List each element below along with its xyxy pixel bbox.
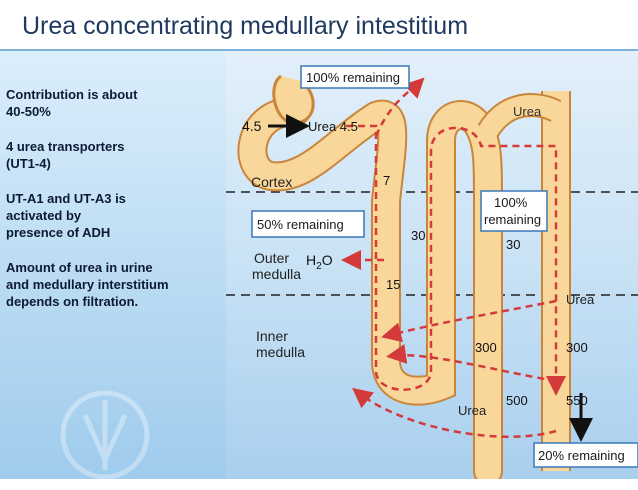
urea-recycle-arrow-3 <box>352 387 557 438</box>
notes-list: Contribution is about 40-50% 4 urea tran… <box>6 86 226 328</box>
urea-recycling-diagram: 100% remaining 50% remaining 100% remain… <box>226 65 638 479</box>
label-h2o: H2O <box>306 252 333 272</box>
connecting-tubule-lumen <box>479 95 561 137</box>
box-top <box>300 65 410 89</box>
note-contribution: Contribution is about 40-50% <box>6 87 138 119</box>
label-v15: 15 <box>386 277 400 292</box>
note-transporters: 4 urea transporters (UT1-4) <box>6 139 125 171</box>
title-divider <box>0 49 638 51</box>
zone-outer-medulla-1: Outer <box>254 250 289 266</box>
box-mid-label: 50% remaining <box>257 217 344 232</box>
urea-flow-path <box>346 124 566 396</box>
note-filtration: Amount of urea in urine and medullary in… <box>6 260 169 309</box>
zone-outer-medulla-2: medulla <box>252 266 301 282</box>
label-v30-left: 30 <box>411 228 425 243</box>
box-top-label: 100% remaining <box>306 70 400 85</box>
logo-emblem <box>60 390 150 480</box>
tubule-lumen <box>239 98 501 479</box>
box-mid <box>251 210 365 238</box>
zone-cortex: Cortex <box>251 174 292 190</box>
label-v300-left: 300 <box>475 340 497 355</box>
label-v7: 7 <box>383 173 390 188</box>
label-v300-right: 300 <box>566 340 588 355</box>
label-v550: 550 <box>566 393 588 408</box>
box-right <box>480 190 548 232</box>
title-bar <box>0 0 638 50</box>
box-bottom-label: 20% remaining <box>538 448 625 463</box>
zone-inner-medulla-2: medulla <box>256 344 305 360</box>
zone-inner-medulla-1: Inner <box>256 328 288 344</box>
box-right-label-2: remaining <box>484 212 541 227</box>
urea-recycle-arrow-1 <box>381 299 557 343</box>
box-bottom <box>533 442 638 468</box>
note-ut-activation: UT-A1 and UT-A3 is activated by presence… <box>6 191 126 240</box>
label-urea-bottom: Urea <box>458 403 487 418</box>
label-urea-right: Urea <box>566 292 595 307</box>
left-panel <box>0 51 226 479</box>
slide-title: Urea concentrating medullary intestitium <box>22 12 469 40</box>
label-v30-right: 30 <box>506 237 520 252</box>
box-right-label-1: 100% <box>494 195 528 210</box>
label-urea-in: Urea 4.5 <box>308 119 358 134</box>
label-v500: 500 <box>506 393 528 408</box>
label-input: 4.5 <box>242 118 262 134</box>
label-urea-top: Urea <box>513 104 542 119</box>
